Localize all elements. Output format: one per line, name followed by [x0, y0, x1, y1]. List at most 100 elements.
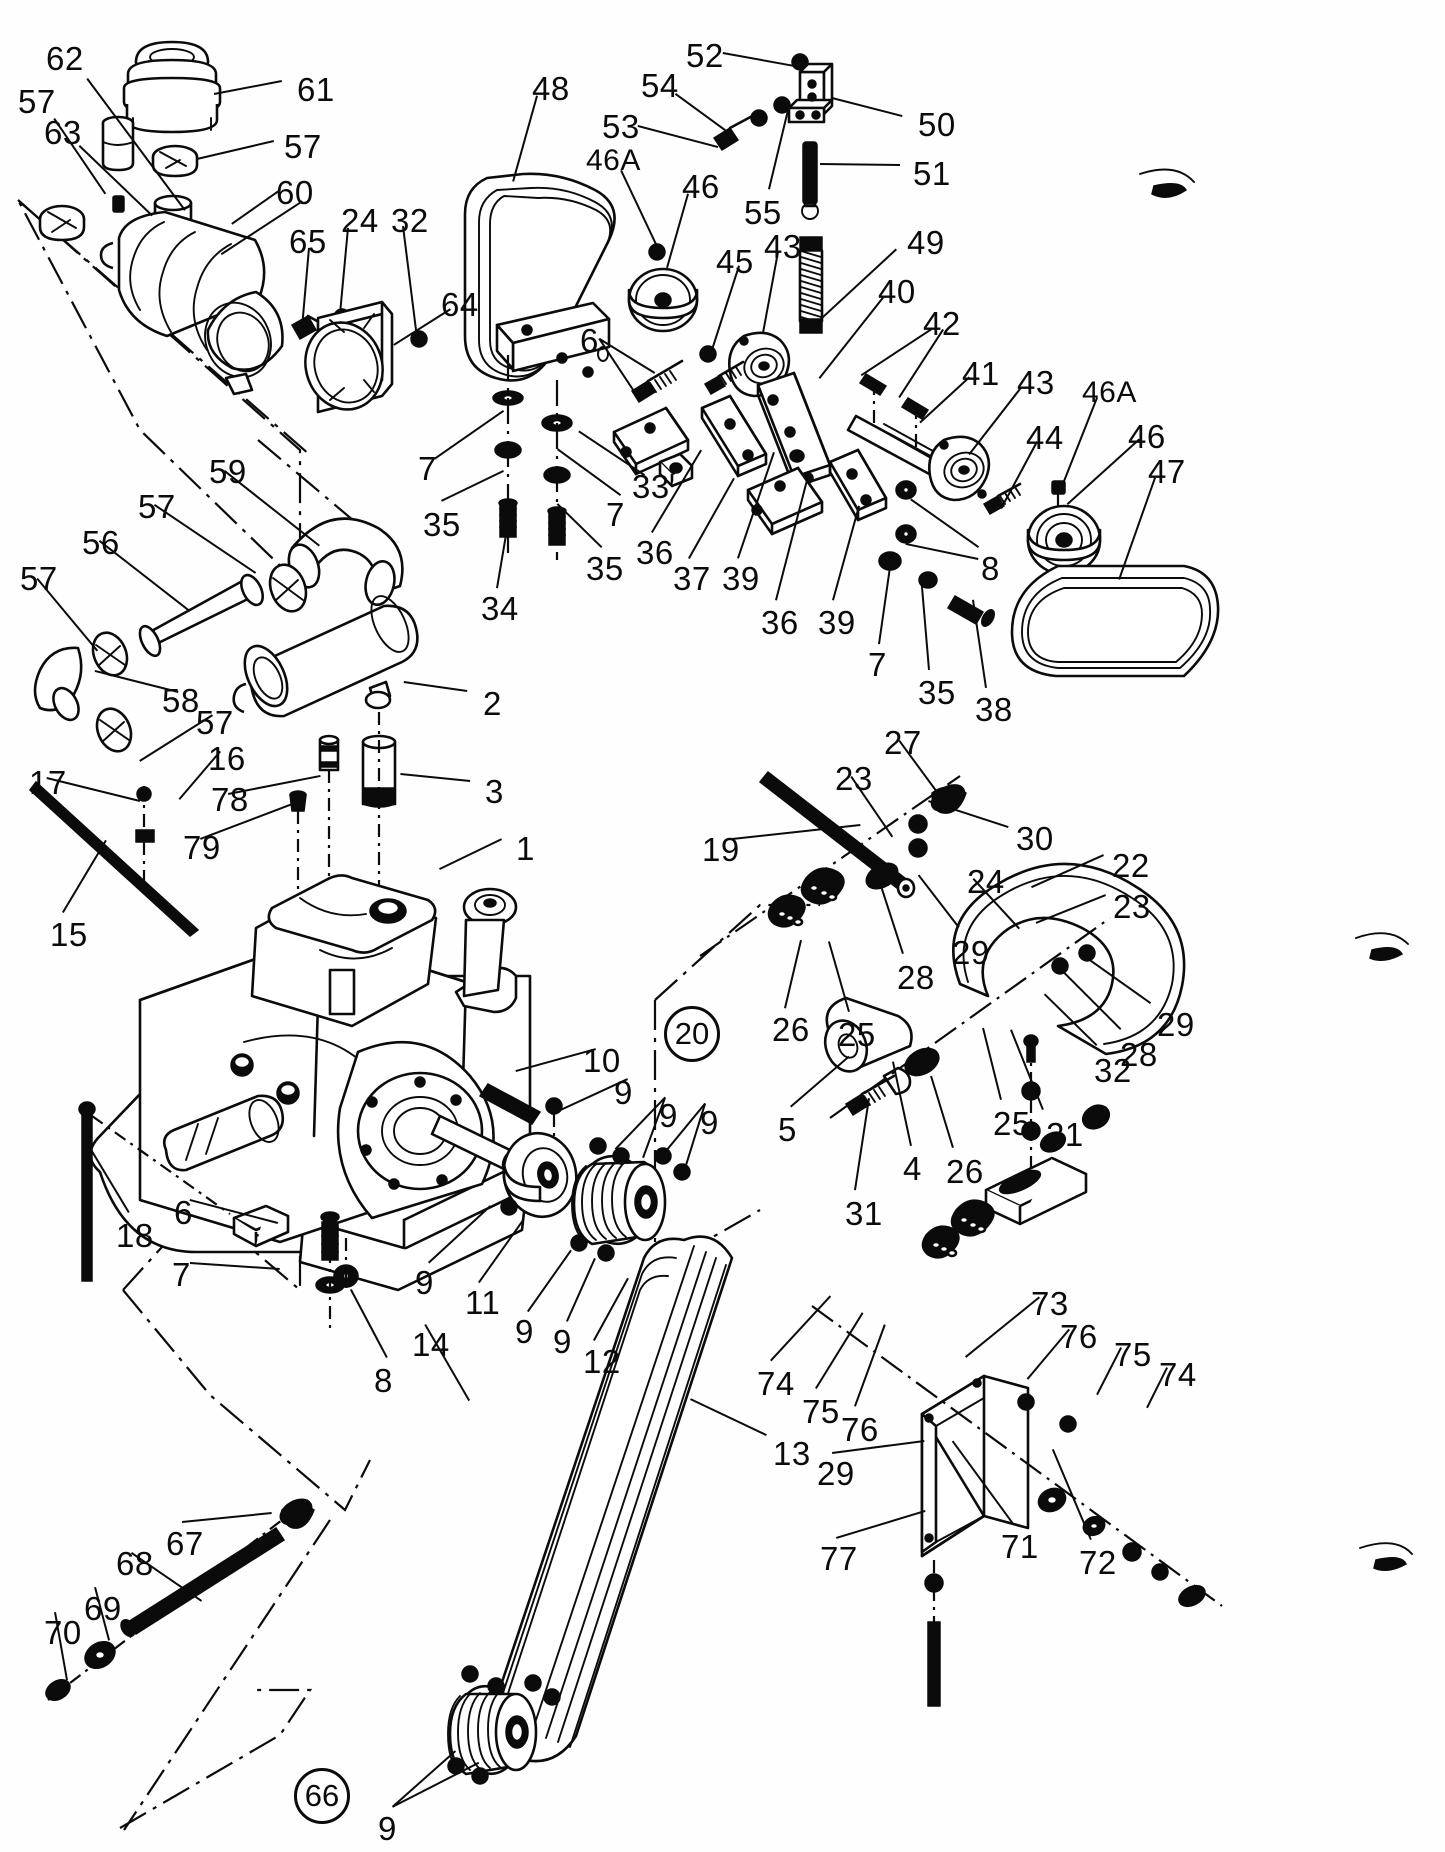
callout-78: 78: [211, 781, 249, 818]
callout-48: 48: [532, 70, 570, 107]
callout-64: 64: [441, 286, 479, 323]
part-64-bracket: [304, 300, 394, 414]
part-63-pin: [112, 195, 125, 213]
callout-15: 15: [50, 916, 88, 953]
circled-callout-20: 20: [664, 1006, 720, 1062]
callout-29: 29: [817, 1455, 855, 1492]
callout-46: 46: [1128, 418, 1166, 455]
part-70-end: [45, 1678, 71, 1702]
callout-32: 32: [391, 202, 429, 239]
callout-6: 6: [174, 1194, 193, 1231]
part-35-screw-c: [946, 594, 995, 627]
callout-67: 67: [166, 1525, 204, 1562]
callout-79: 79: [183, 829, 221, 866]
callout-14: 14: [412, 1326, 450, 1363]
callout-70: 70: [44, 1614, 82, 1651]
part-28-fitting: [865, 862, 899, 890]
callout-13: 13: [773, 1435, 811, 1472]
part-22-pin: [1023, 1034, 1039, 1063]
circled-callout-66: 66: [294, 1768, 350, 1824]
callout-9: 9: [700, 1104, 719, 1141]
callout-16: 16: [208, 740, 246, 777]
part-8-nuts: [878, 480, 938, 589]
part-78-plug: [318, 734, 340, 772]
callout-41: 41: [962, 355, 1000, 392]
callout-34: 34: [481, 590, 519, 627]
part-40-plate: [756, 371, 832, 489]
callout-17: 17: [29, 764, 67, 801]
callout-22: 22: [1112, 847, 1150, 884]
callout-9: 9: [515, 1313, 534, 1350]
part-57-clamp-d: [91, 631, 129, 677]
callout-32: 32: [1094, 1052, 1132, 1089]
callout-29: 29: [952, 934, 990, 971]
callout-30: 30: [1016, 820, 1054, 857]
callout-18: 18: [116, 1217, 154, 1254]
part-71-panel-box: [920, 1374, 1030, 1558]
part-76-grommet-b: [1082, 1515, 1106, 1537]
callout-9: 9: [614, 1074, 633, 1111]
callout-42: 42: [923, 305, 961, 342]
part-36-plate-b: [746, 466, 824, 536]
callout-55: 55: [744, 194, 782, 231]
callout-71: 71: [1001, 1528, 1039, 1565]
callout-76: 76: [841, 1411, 879, 1448]
callout-9: 9: [553, 1323, 572, 1360]
part-4-fitting: [904, 1047, 940, 1077]
callout-46A: 46A: [1082, 376, 1137, 409]
part-47-belt: [1010, 564, 1220, 678]
callout-8: 8: [374, 1362, 393, 1399]
part-74-clip-b: [1359, 1542, 1413, 1571]
part-39-plate-a: [700, 394, 768, 478]
callout-57: 57: [196, 704, 234, 741]
callout-63: 63: [44, 114, 82, 151]
callout-25: 25: [993, 1105, 1031, 1142]
callout-8: 8: [981, 550, 1000, 587]
part-bolt-a: [703, 360, 745, 396]
part-44-bolt: [982, 482, 1022, 516]
callout-35: 35: [586, 550, 624, 587]
callout-28: 28: [897, 959, 935, 996]
callout-38: 38: [975, 691, 1013, 728]
callout-60: 60: [276, 174, 314, 211]
callout-11: 11: [465, 1284, 501, 1321]
callout-77: 77: [820, 1540, 858, 1577]
callout-65: 65: [289, 223, 327, 260]
callout-57: 57: [18, 83, 56, 120]
part-29-ball-a: [1039, 1131, 1067, 1153]
callout-23: 23: [1113, 888, 1151, 925]
callout-68: 68: [116, 1545, 154, 1582]
callout-74: 74: [757, 1365, 795, 1402]
callout-19: 19: [702, 831, 740, 868]
callout-24: 24: [341, 202, 379, 239]
part-26-link-b: [921, 1225, 960, 1259]
callout-9: 9: [378, 1810, 397, 1847]
callout-23: 23: [835, 760, 873, 797]
callout-35: 35: [918, 674, 956, 711]
callout-6: 6: [580, 322, 599, 359]
callout-53: 53: [602, 108, 640, 145]
callout-50: 50: [918, 106, 956, 143]
part-30-hose: [952, 862, 1186, 1056]
callout-49: 49: [907, 224, 945, 261]
callout-36: 36: [636, 534, 674, 571]
part-62-plug: [101, 115, 135, 172]
callout-28: 28: [1120, 1036, 1158, 1073]
part-79-nut: [289, 790, 307, 812]
callout-74: 74: [1159, 1356, 1197, 1393]
callout-31: 31: [845, 1195, 883, 1232]
callout-26: 26: [772, 1011, 810, 1048]
callout-2: 2: [483, 685, 502, 722]
part-74-clip-a: [1139, 168, 1195, 198]
callout-7: 7: [868, 646, 887, 683]
part-57-clamp-c: [268, 563, 308, 613]
part-74-end: [1178, 1584, 1206, 1608]
part-51-rod: [801, 141, 819, 220]
callout-57: 57: [284, 128, 322, 165]
callout-52: 52: [686, 37, 724, 74]
part-26-link-a: [767, 894, 806, 928]
callout-10: 10: [583, 1042, 621, 1079]
callout-56: 56: [82, 524, 120, 561]
callout-58: 58: [162, 682, 200, 719]
